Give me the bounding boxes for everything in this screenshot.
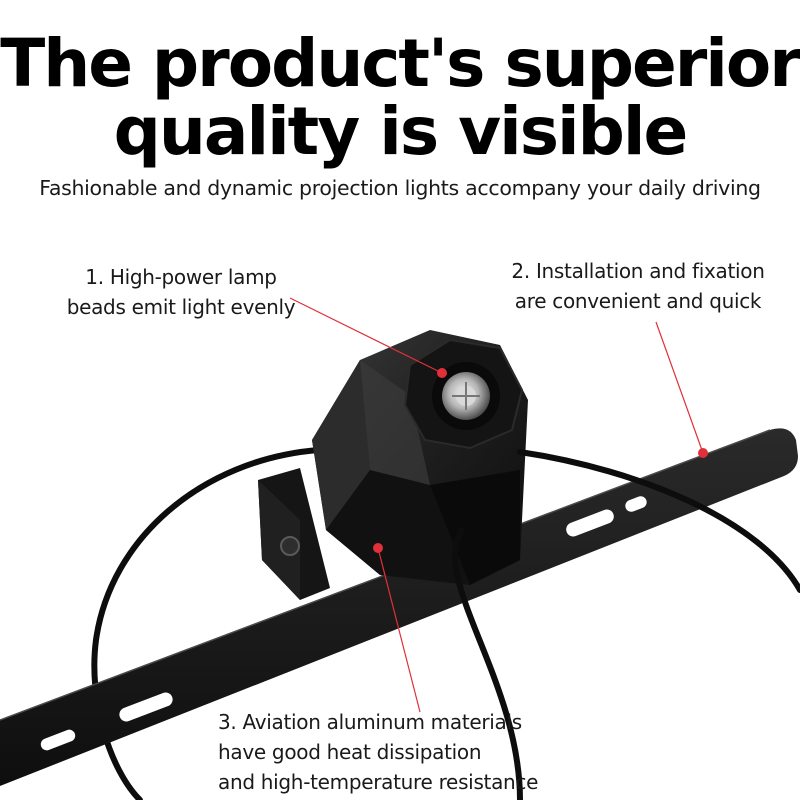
pointer-dot-1 xyxy=(437,368,447,378)
callout-1-line-1: 1. High-power lamp xyxy=(85,265,277,289)
lamp-bracket-front xyxy=(258,480,300,600)
bracket-screw xyxy=(280,536,300,556)
bar-slot-left-2 xyxy=(40,729,76,751)
pointer-dot-3 xyxy=(373,543,383,553)
cable-front xyxy=(452,527,523,800)
callout-3-line-3: and high-temperature resistance xyxy=(218,770,539,794)
cable-right-loop xyxy=(517,449,800,593)
bar-slot-right xyxy=(566,509,614,537)
pointer-line-3 xyxy=(377,547,421,713)
callout-lamp-beads: 1. High-power lamp beads emit light even… xyxy=(58,262,304,322)
headline: The product's superior quality is visibl… xyxy=(0,30,800,166)
pointer-line-1 xyxy=(289,297,443,374)
bar-slot-right-2 xyxy=(625,496,647,512)
headline-line-2: quality is visible xyxy=(113,93,689,170)
bar-slot-left xyxy=(119,692,173,722)
lamp-body xyxy=(312,330,528,585)
callout-materials: 3. Aviation aluminum materials have good… xyxy=(218,707,578,797)
cable-left-loop xyxy=(91,447,321,800)
pointer-dot-2 xyxy=(698,448,708,458)
callout-installation: 2. Installation and fixation are conveni… xyxy=(500,256,776,316)
headline-line-1: The product's superior xyxy=(0,25,800,102)
callout-3-line-2: have good heat dissipation xyxy=(218,740,482,764)
callout-2-line-1: 2. Installation and fixation xyxy=(511,259,765,283)
callout-1-line-2: beads emit light evenly xyxy=(66,295,296,319)
callout-2-line-2: are convenient and quick xyxy=(514,289,762,313)
callout-3-line-1: 3. Aviation aluminum materials xyxy=(218,710,522,734)
pointer-line-2 xyxy=(655,321,704,454)
subtitle: Fashionable and dynamic projection light… xyxy=(39,176,761,200)
